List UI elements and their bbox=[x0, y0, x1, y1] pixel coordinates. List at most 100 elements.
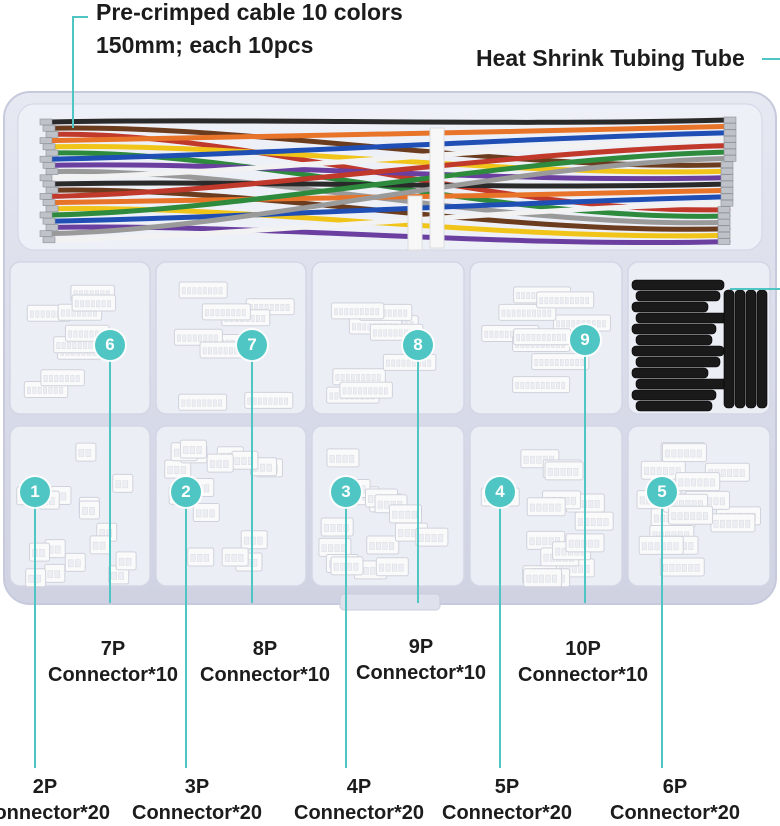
callout-leader-5 bbox=[661, 492, 663, 768]
label-10p-pins: 10P bbox=[565, 638, 601, 660]
crimp-terminal bbox=[720, 199, 734, 207]
crimp-terminal bbox=[720, 193, 734, 201]
tube bbox=[635, 334, 713, 346]
label-4p-pins: 4P bbox=[346, 776, 372, 798]
crimp-terminal bbox=[720, 167, 734, 175]
tube bbox=[631, 367, 709, 379]
wire bbox=[47, 200, 731, 243]
tube bbox=[635, 400, 713, 412]
tube bbox=[631, 345, 725, 357]
label-6p-count: Connector*20 bbox=[610, 802, 741, 824]
callout-leader-4 bbox=[499, 492, 501, 768]
connector bbox=[64, 552, 86, 572]
tube bbox=[631, 389, 717, 401]
connector bbox=[513, 328, 572, 346]
tube bbox=[631, 301, 709, 313]
callout-badge-7: 7 bbox=[237, 330, 267, 360]
crimp-terminal bbox=[720, 180, 734, 188]
connector bbox=[44, 539, 66, 559]
connector bbox=[173, 328, 223, 346]
callout-leader-8 bbox=[417, 345, 419, 603]
callout-leader-3 bbox=[345, 492, 347, 768]
pre-crimped-wires bbox=[39, 116, 737, 246]
tube bbox=[631, 279, 725, 291]
connector bbox=[415, 527, 449, 547]
label-5p: 5P Connector*20 bbox=[442, 774, 572, 826]
cable-tie bbox=[429, 127, 445, 249]
cable-title: Pre-crimped cable 10 colors bbox=[96, 0, 403, 25]
crimp-terminal bbox=[717, 212, 731, 220]
cable-subtitle: 150mm; each 10pcs bbox=[96, 32, 314, 58]
connector bbox=[221, 547, 249, 567]
connector bbox=[244, 391, 294, 409]
crimp-terminal bbox=[717, 238, 731, 245]
connector bbox=[523, 568, 563, 588]
crimp-terminal bbox=[717, 225, 731, 233]
connector bbox=[192, 502, 220, 522]
crimp-terminal bbox=[39, 137, 53, 144]
crimp-terminal bbox=[717, 219, 731, 226]
crimp-terminal bbox=[42, 124, 56, 132]
connector bbox=[115, 551, 137, 571]
connector bbox=[531, 353, 590, 371]
connector bbox=[29, 542, 51, 562]
connector bbox=[201, 303, 251, 321]
crimp-terminal bbox=[723, 155, 737, 162]
heat-shrink-leader-inner bbox=[730, 288, 780, 290]
connector bbox=[536, 291, 595, 309]
tube bbox=[734, 289, 746, 409]
crimp-terminal bbox=[45, 186, 59, 194]
connector bbox=[574, 511, 614, 531]
connector bbox=[75, 442, 97, 462]
crimp-terminal bbox=[42, 217, 56, 225]
crimp-terminal bbox=[42, 180, 56, 188]
connector bbox=[206, 453, 234, 473]
connector bbox=[661, 443, 707, 463]
connector bbox=[40, 369, 85, 387]
callout-leader-9 bbox=[584, 340, 586, 603]
tube bbox=[745, 289, 757, 409]
connector bbox=[330, 302, 385, 320]
connector bbox=[366, 535, 400, 555]
cable-leader-tick bbox=[72, 16, 88, 18]
label-8p-pins: 8P bbox=[252, 638, 278, 660]
connector bbox=[178, 281, 228, 299]
crimp-terminal bbox=[717, 206, 731, 213]
crimp-terminal bbox=[45, 131, 59, 138]
callout-badge-3: 3 bbox=[331, 477, 361, 507]
crimp-terminal bbox=[717, 231, 731, 239]
crimp-terminal bbox=[45, 168, 59, 175]
tube bbox=[635, 378, 729, 390]
crimp-terminal bbox=[39, 211, 53, 219]
heat-shrink-label: Heat Shrink Tubing Tube bbox=[476, 45, 745, 71]
tube bbox=[723, 289, 735, 409]
crimp-terminal bbox=[39, 230, 53, 237]
crimp-terminal bbox=[723, 142, 737, 149]
connector bbox=[179, 439, 207, 459]
label-9p-pins: 9P bbox=[408, 636, 434, 658]
crimp-terminal bbox=[42, 236, 56, 244]
crimp-terminal bbox=[723, 123, 737, 130]
wire bbox=[47, 123, 731, 144]
connector bbox=[526, 497, 566, 517]
callout-badge-8: 8 bbox=[403, 330, 433, 360]
connector bbox=[78, 500, 100, 520]
crimp-terminal bbox=[42, 199, 56, 206]
crimp-terminal bbox=[45, 149, 59, 157]
wire bbox=[47, 143, 731, 199]
label-4p: 4P Connector*20 bbox=[294, 774, 424, 826]
connector bbox=[498, 303, 557, 321]
connector bbox=[675, 472, 721, 492]
crimp-terminal bbox=[723, 148, 737, 156]
crimp-terminal bbox=[42, 143, 56, 151]
wire bbox=[47, 136, 731, 181]
callout-badge-5: 5 bbox=[647, 477, 677, 507]
label-2p-pins: 2P bbox=[32, 776, 58, 798]
crimp-terminal bbox=[720, 161, 734, 169]
label-9p-count: Connector*10 bbox=[356, 662, 487, 684]
callout-badge-4: 4 bbox=[485, 477, 515, 507]
label-3p-pins: 3P bbox=[184, 776, 210, 798]
label-10p: 10P Connector*10 bbox=[518, 636, 648, 688]
connector bbox=[71, 294, 117, 312]
wire bbox=[47, 194, 731, 224]
